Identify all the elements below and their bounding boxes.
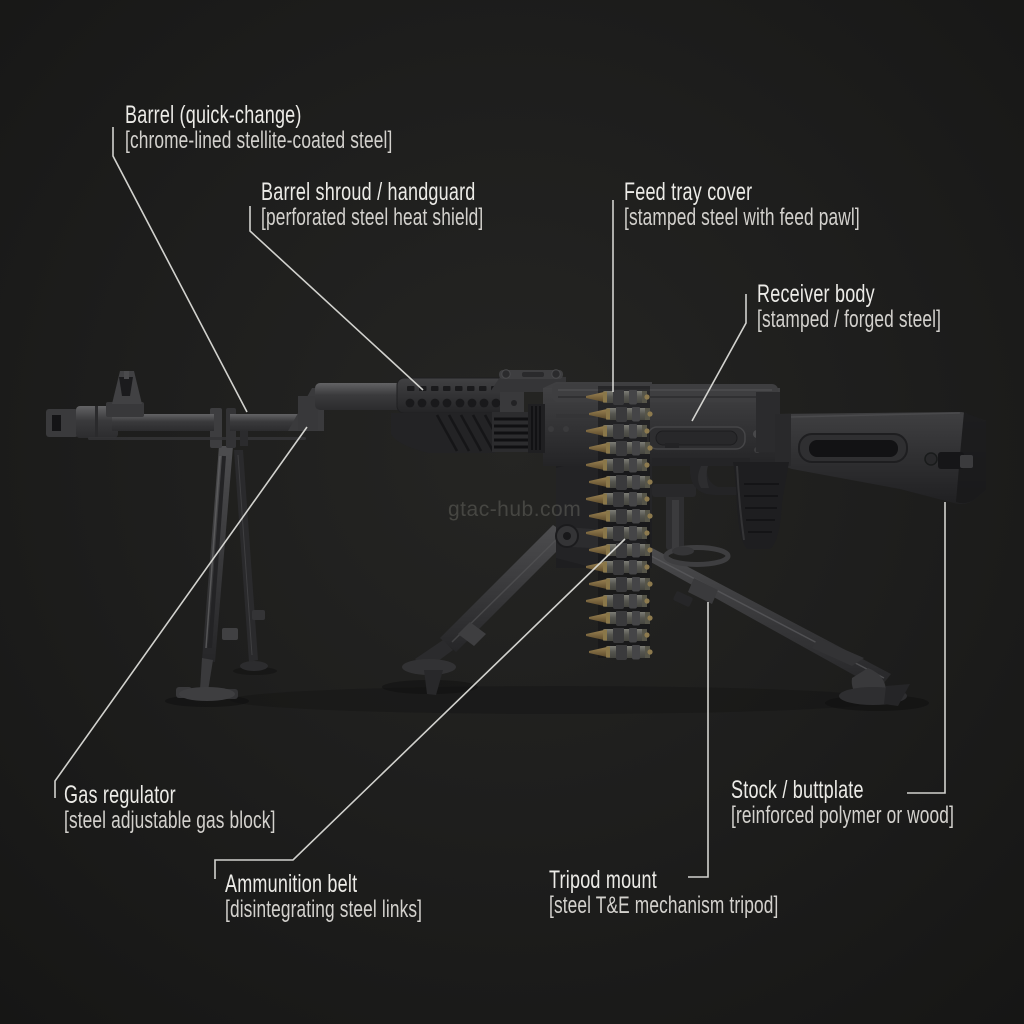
cleaning-rod (88, 437, 306, 440)
label-receiver: Receiver body [stamped / forged steel] (757, 282, 941, 332)
trigger (698, 466, 709, 488)
label-stock: Stock / buttplate [reinforced polymer or… (731, 778, 954, 828)
label-receiver-spec: [stamped / forged steel] (757, 306, 942, 333)
gas-block (288, 383, 407, 431)
label-shroud-title: Barrel shroud / handguard (261, 178, 476, 206)
muzzle-brake (46, 409, 78, 437)
tripod-leg-left (402, 525, 571, 695)
front-tripod-leg (176, 408, 268, 701)
label-gas-regulator-spec: [steel adjustable gas block] (64, 807, 276, 834)
receiver-body (528, 382, 780, 466)
label-ammo-belt-spec: [disintegrating steel links] (225, 896, 423, 923)
ammunition-belt (586, 386, 653, 660)
label-ammo-belt-title: Ammunition belt (225, 870, 358, 898)
sling-loop (240, 431, 248, 446)
label-stock-title: Stock / buttplate (731, 776, 864, 804)
label-feed-tray-spec: [stamped steel with feed pawl] (624, 204, 860, 231)
tripod-leg-right (622, 540, 910, 706)
leader-line-receiver (691, 294, 747, 422)
rear-sight (490, 369, 566, 392)
leader-line-shroud (249, 206, 424, 391)
floor-shadows (165, 667, 929, 714)
buttstock (775, 412, 986, 504)
label-receiver-title: Receiver body (757, 280, 875, 308)
label-shroud: Barrel shroud / handguard [perforated st… (261, 180, 483, 230)
label-ammo-belt: Ammunition belt [disintegrating steel li… (225, 872, 422, 922)
label-tripod-spec: [steel T&E mechanism tripod] (549, 892, 779, 919)
label-gas-regulator-title: Gas regulator (64, 781, 176, 809)
label-gas-regulator: Gas regulator [steel adjustable gas bloc… (64, 783, 276, 833)
leader-line-barrel (112, 127, 248, 413)
label-feed-tray: Feed tray cover [stamped steel with feed… (624, 180, 860, 230)
trigger-group (652, 458, 750, 495)
label-tripod-title: Tripod mount (549, 866, 657, 894)
label-barrel-title: Barrel (quick-change) (125, 101, 302, 129)
watermark: gtac-hub.com (448, 498, 582, 521)
label-stock-spec: [reinforced polymer or wood] (731, 802, 955, 829)
barrel (46, 406, 308, 446)
front-sight (106, 371, 144, 417)
traverse-elevation-mechanism (652, 484, 731, 567)
feed-tray-cover (552, 384, 778, 402)
leader-lines (54, 127, 946, 879)
label-barrel-spec: [chrome-lined stellite-coated steel] (125, 127, 393, 154)
leader-line-tripod (688, 602, 709, 878)
leader-line-stock (907, 502, 946, 794)
leader-line-ammo-belt (214, 538, 626, 879)
pistol-grip (733, 462, 789, 549)
label-shroud-spec: [perforated steel heat shield] (261, 204, 484, 231)
leader-line-gas-regulator (54, 426, 308, 798)
label-feed-tray-title: Feed tray cover (624, 178, 753, 206)
label-tripod: Tripod mount [steel T&E mechanism tripod… (549, 868, 778, 918)
label-barrel: Barrel (quick-change) [chrome-lined stel… (125, 103, 392, 153)
